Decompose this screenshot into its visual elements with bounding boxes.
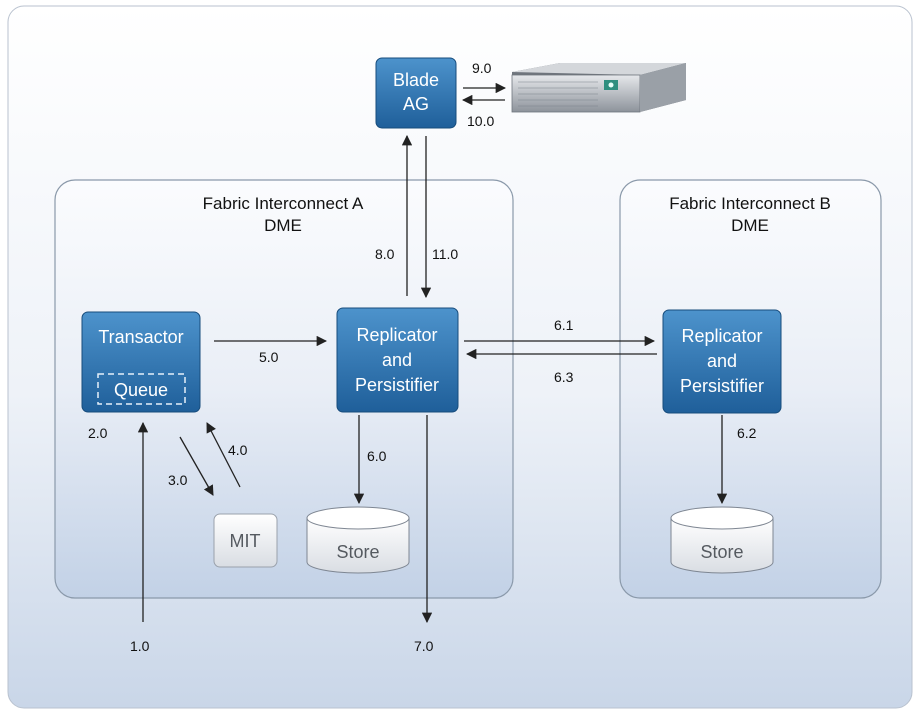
store-b-label: Store [700, 542, 743, 562]
step-label-1-0: 1.0 [130, 638, 150, 654]
step-label-10-0: 10.0 [467, 113, 494, 129]
queue-box [97, 373, 186, 405]
blade-server-chassis-icon [511, 63, 686, 113]
store-a-label: Store [336, 542, 379, 562]
step-label-9-0: 9.0 [472, 60, 492, 76]
replicator-b-line3: Persistifier [680, 376, 764, 396]
arrow-3-0 [179, 436, 214, 496]
fabric-b-title: Fabric Interconnect B [669, 194, 831, 213]
step-label-6-3: 6.3 [554, 369, 574, 385]
queue-label: Queue [114, 380, 168, 400]
step-label-7-0: 7.0 [414, 638, 434, 654]
step-label-5-0: 5.0 [259, 349, 279, 365]
replicator-b-line1: Replicator [681, 326, 762, 346]
replicator-a-line1: Replicator [356, 325, 437, 345]
blade-ag-node: Blade AG [375, 57, 457, 129]
step-label-8-0: 8.0 [375, 246, 395, 262]
replicator-a-node: Replicator and Persistifier [336, 307, 459, 413]
fabric-b-subtitle: DME [731, 216, 769, 235]
fabric-interconnect-a-panel: Fabric Interconnect A DME [54, 179, 514, 599]
fabric-a-title: Fabric Interconnect A [203, 194, 364, 213]
step-label-4-0: 4.0 [228, 442, 248, 458]
blade-ag-label-line2: AG [403, 94, 429, 114]
replicator-b-node: Replicator and Persistifier [662, 309, 782, 414]
mit-label: MIT [230, 531, 261, 551]
step-label-3-0: 3.0 [168, 472, 188, 488]
replicator-b-line2: and [707, 351, 737, 371]
replicator-a-line3: Persistifier [355, 375, 439, 395]
step-label-6-0: 6.0 [367, 448, 387, 464]
transactor-node: Transactor Queue [81, 311, 201, 413]
mit-node: MIT [213, 513, 278, 568]
step-label-2-0: 2.0 [88, 425, 108, 441]
step-label-6-2: 6.2 [737, 425, 757, 441]
fabric-a-subtitle: DME [264, 216, 302, 235]
store-a-cylinder: Store [306, 506, 410, 574]
store-b-cylinder: Store [670, 506, 774, 574]
arrow-4-0 [206, 422, 241, 488]
step-label-11-0: 11.0 [432, 246, 458, 262]
replicator-a-line2: and [382, 350, 412, 370]
transactor-label: Transactor [98, 327, 183, 347]
blade-ag-label-line1: Blade [393, 70, 439, 90]
step-label-6-1: 6.1 [554, 317, 574, 333]
